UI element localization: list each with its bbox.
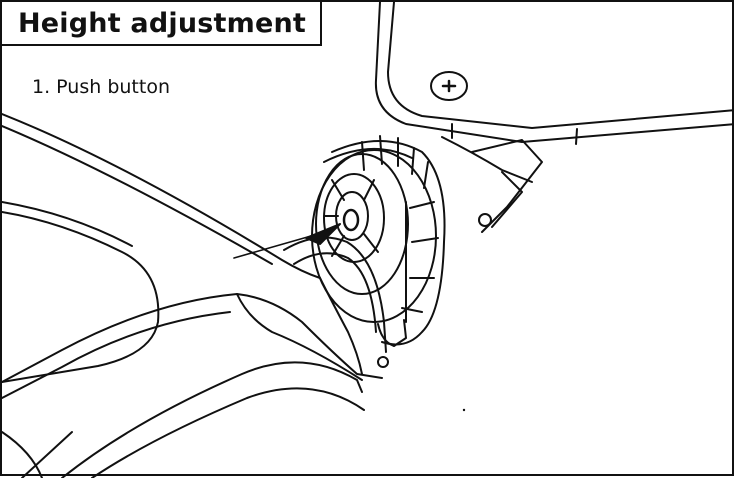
pointer-arrow-icon	[305, 223, 341, 245]
title-box: Height adjustment	[2, 2, 322, 46]
callout-push-button: 1. Push button	[32, 76, 170, 98]
screw-icon	[430, 71, 468, 101]
page-title: Height adjustment	[18, 7, 306, 39]
base-arm	[2, 113, 387, 478]
table-surface	[374, 2, 734, 233]
caster-wheel	[311, 135, 446, 368]
push-button	[233, 208, 360, 259]
